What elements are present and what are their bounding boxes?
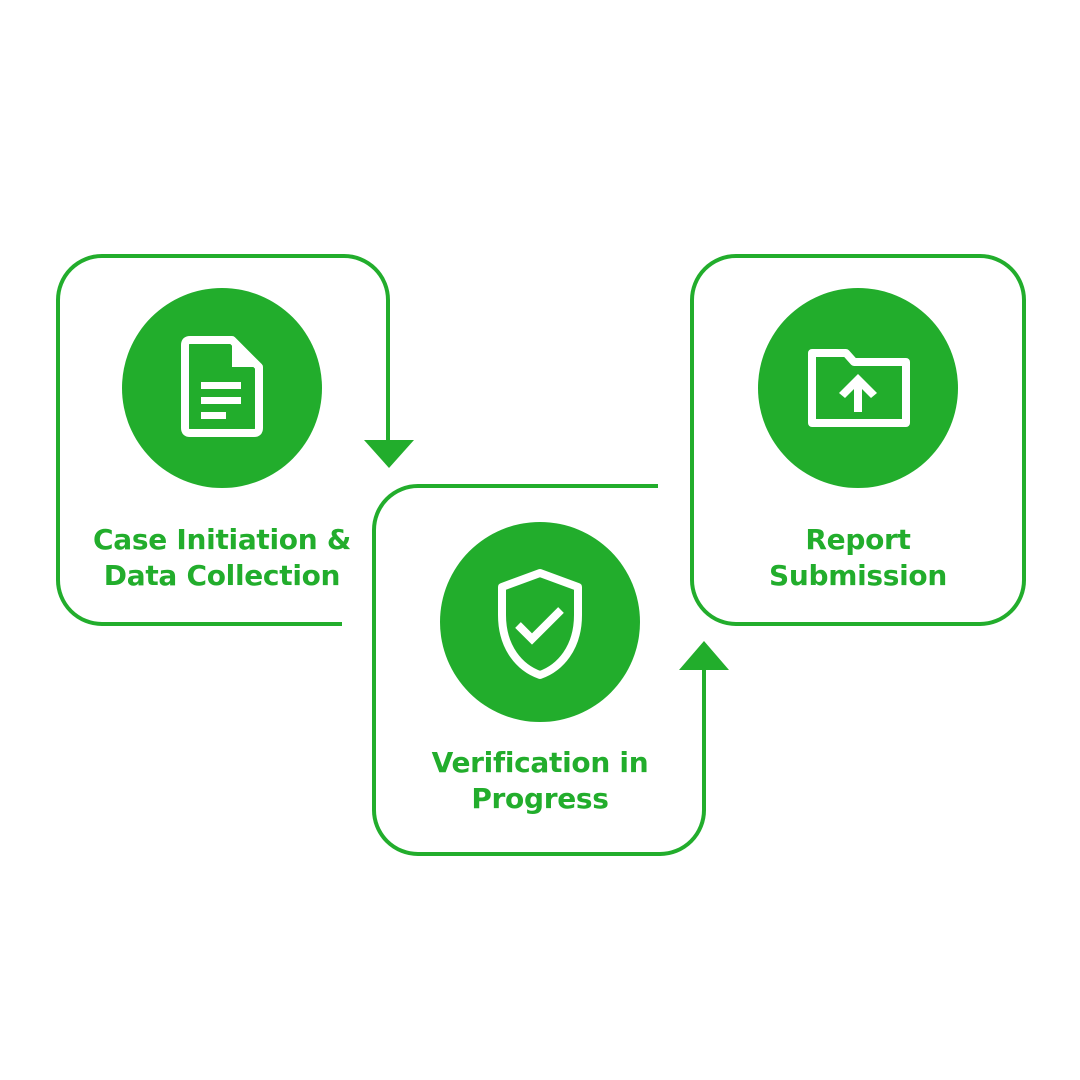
arrow-down-to-step-2 [364,440,414,468]
step-2-frame [372,484,706,856]
shield-check-icon [498,569,582,679]
folder-upload-icon [808,349,910,427]
arrow-up-to-step-3 [679,641,729,670]
step-3-label-line-1: Report [805,523,911,556]
step-3-label: Report Submission [708,522,1008,594]
step-1-label: Case Initiation & Data Collection [72,522,372,594]
step-1-label-line-1: Case Initiation & [93,523,351,556]
step-2-label: Verification in Progress [390,745,690,817]
document-icon [181,336,263,437]
step-2-label-line-2: Progress [471,782,609,815]
step-1-icon-badge [122,288,322,488]
step-3-icon-badge [758,288,958,488]
step-3-label-line-2: Submission [768,559,948,592]
step-1-label-line-2: Data Collection [103,559,341,592]
step-3-frame [690,254,1026,626]
step-2-icon-badge [440,522,640,722]
step-2-label-line-1: Verification in [431,746,649,779]
step-1-frame [56,254,390,626]
